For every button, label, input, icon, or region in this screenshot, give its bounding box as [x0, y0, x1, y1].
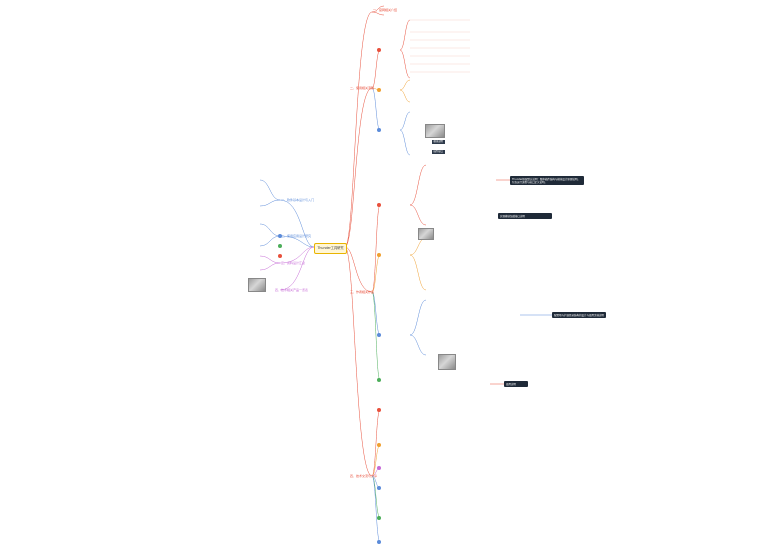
- branch-official-intro[interactable]: 一、官网相关介绍: [373, 8, 398, 12]
- branch-usage-flow[interactable]: 二、使用相关流程: [350, 86, 375, 90]
- thumbnail-image[interactable]: [248, 278, 266, 292]
- branch-left-basics[interactable]: 一、软件基本设计与入门: [281, 198, 315, 202]
- note-box: Thunder框架默认说明：整体插件结构与模块设计原理说明，包含运行流程与接口定…: [510, 176, 584, 185]
- branch-author-works[interactable]: 三、作者相关作品: [350, 290, 375, 294]
- tag-plugin: 插件接口: [432, 150, 445, 154]
- branch-dot: [377, 378, 381, 382]
- thumbnail-image[interactable]: [425, 124, 445, 138]
- branch-dot: [278, 254, 282, 258]
- branch-dot: [278, 234, 282, 238]
- branch-dot: [377, 253, 381, 257]
- branch-dot: [377, 48, 381, 52]
- branch-dot: [377, 443, 381, 447]
- branch-tech-share[interactable]: 四、技术交流与分享: [350, 474, 378, 478]
- branch-dot: [377, 540, 381, 544]
- branch-dot: [377, 486, 381, 490]
- branch-dot: [377, 203, 381, 207]
- note-box: 使用说明: [504, 381, 528, 387]
- branch-dot: [377, 128, 381, 132]
- thumbnail-image[interactable]: [418, 228, 434, 240]
- root-node[interactable]: Thunder工具研究: [314, 243, 347, 254]
- note-box: 配置项与扩展目录结构的设计与使用文档说明: [552, 312, 606, 318]
- thumbnail-image[interactable]: [438, 354, 456, 370]
- note-box: 实现模块加载接口说明: [498, 213, 552, 219]
- branch-left-resources[interactable]: 三、资料设计汇总: [281, 261, 306, 265]
- tag-module: 模块说明: [432, 140, 445, 144]
- branch-dot: [377, 516, 381, 520]
- branch-dot: [377, 466, 381, 470]
- branch-dot: [377, 333, 381, 337]
- branch-left-app-design[interactable]: 二、使用应用设计研究: [281, 234, 312, 238]
- branch-left-products[interactable]: 四、技术相关产品一览表: [275, 288, 309, 292]
- branch-dot: [278, 244, 282, 248]
- branch-dot: [377, 408, 381, 412]
- branch-dot: [377, 88, 381, 92]
